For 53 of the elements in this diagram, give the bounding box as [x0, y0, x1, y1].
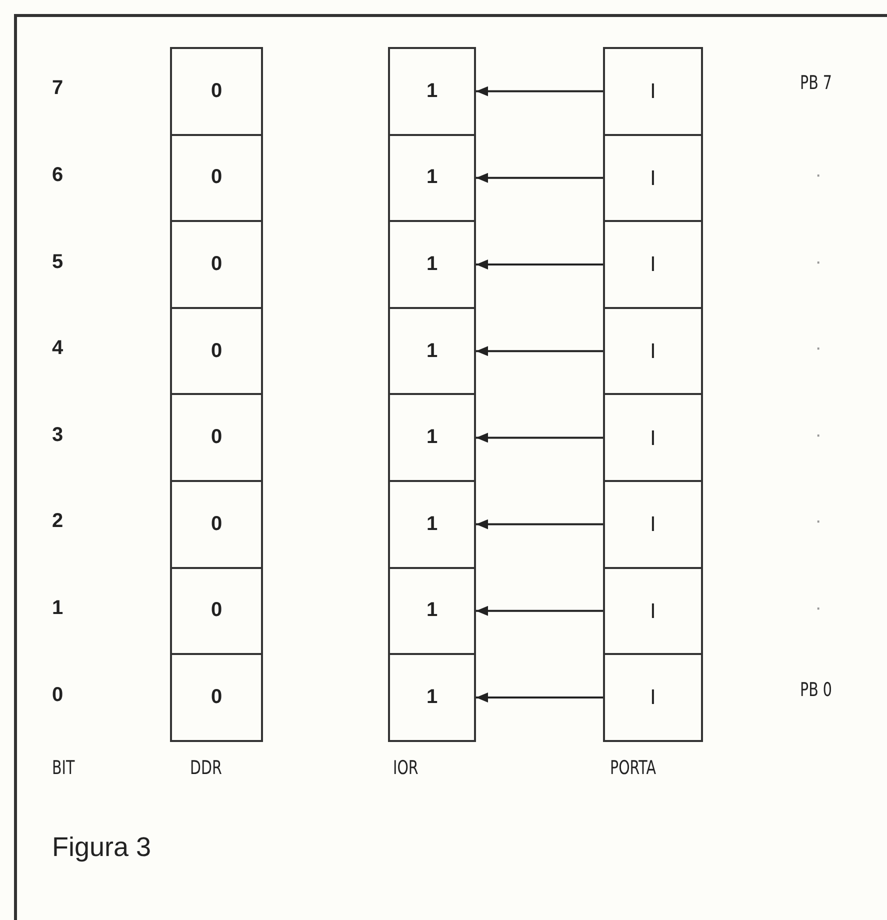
- arrow: [476, 432, 603, 443]
- column-heading: IOR: [393, 757, 418, 779]
- bit-number: 0: [52, 684, 64, 706]
- arrow: [476, 346, 603, 356]
- register-cell: I: [603, 653, 703, 742]
- register-cell: 0: [170, 220, 263, 309]
- pin-label: PB 0: [800, 678, 832, 700]
- bit-number: 3: [52, 424, 64, 447]
- arrow: [476, 692, 603, 702]
- register-cell: 1: [388, 653, 476, 742]
- register-cell: 0: [170, 306, 263, 396]
- register-cell: I: [603, 393, 703, 482]
- bit-number: 6: [52, 164, 64, 187]
- register-cell: I: [603, 47, 703, 136]
- arrow: [476, 86, 603, 96]
- arrow: [476, 172, 603, 183]
- continuation-dot: ·: [815, 164, 822, 187]
- figure-caption: Figura 3: [52, 832, 152, 863]
- continuation-dot: ·: [815, 510, 822, 534]
- register-cell: I: [603, 306, 703, 396]
- bit-number: 2: [52, 510, 64, 534]
- continuation-dot: ·: [815, 250, 822, 274]
- column-heading: BIT: [52, 757, 75, 779]
- register-cell: 1: [388, 393, 476, 482]
- arrow: [476, 260, 603, 270]
- register-cell: 0: [170, 653, 263, 742]
- register-cell: I: [603, 220, 703, 309]
- register-cell: 1: [388, 134, 476, 222]
- bit-number: 7: [52, 77, 64, 100]
- column-heading: PORTA: [610, 757, 656, 779]
- register-cell: 0: [170, 393, 263, 482]
- register-cell: I: [603, 566, 703, 656]
- register-cell: 1: [388, 566, 476, 656]
- register-cell: 0: [170, 480, 263, 569]
- register-cell: 0: [170, 134, 263, 222]
- register-cell: 0: [170, 566, 263, 656]
- pin-label: PB 7: [800, 72, 832, 94]
- arrow: [476, 519, 603, 530]
- arrow: [476, 606, 603, 616]
- bit-number: 5: [52, 250, 64, 274]
- register-cell: 1: [388, 220, 476, 309]
- continuation-dot: ·: [815, 424, 822, 447]
- register-cell: 1: [388, 47, 476, 136]
- register-cell: 1: [388, 480, 476, 569]
- register-cell: 0: [170, 47, 263, 136]
- bit-number: 1: [52, 596, 64, 620]
- register-cell: I: [603, 480, 703, 569]
- continuation-dot: ·: [815, 337, 822, 360]
- register-cell: 1: [388, 306, 476, 396]
- register-cell: I: [603, 134, 703, 222]
- column-heading: DDR: [190, 757, 222, 779]
- continuation-dot: ·: [815, 596, 822, 620]
- bit-number: 4: [52, 337, 64, 360]
